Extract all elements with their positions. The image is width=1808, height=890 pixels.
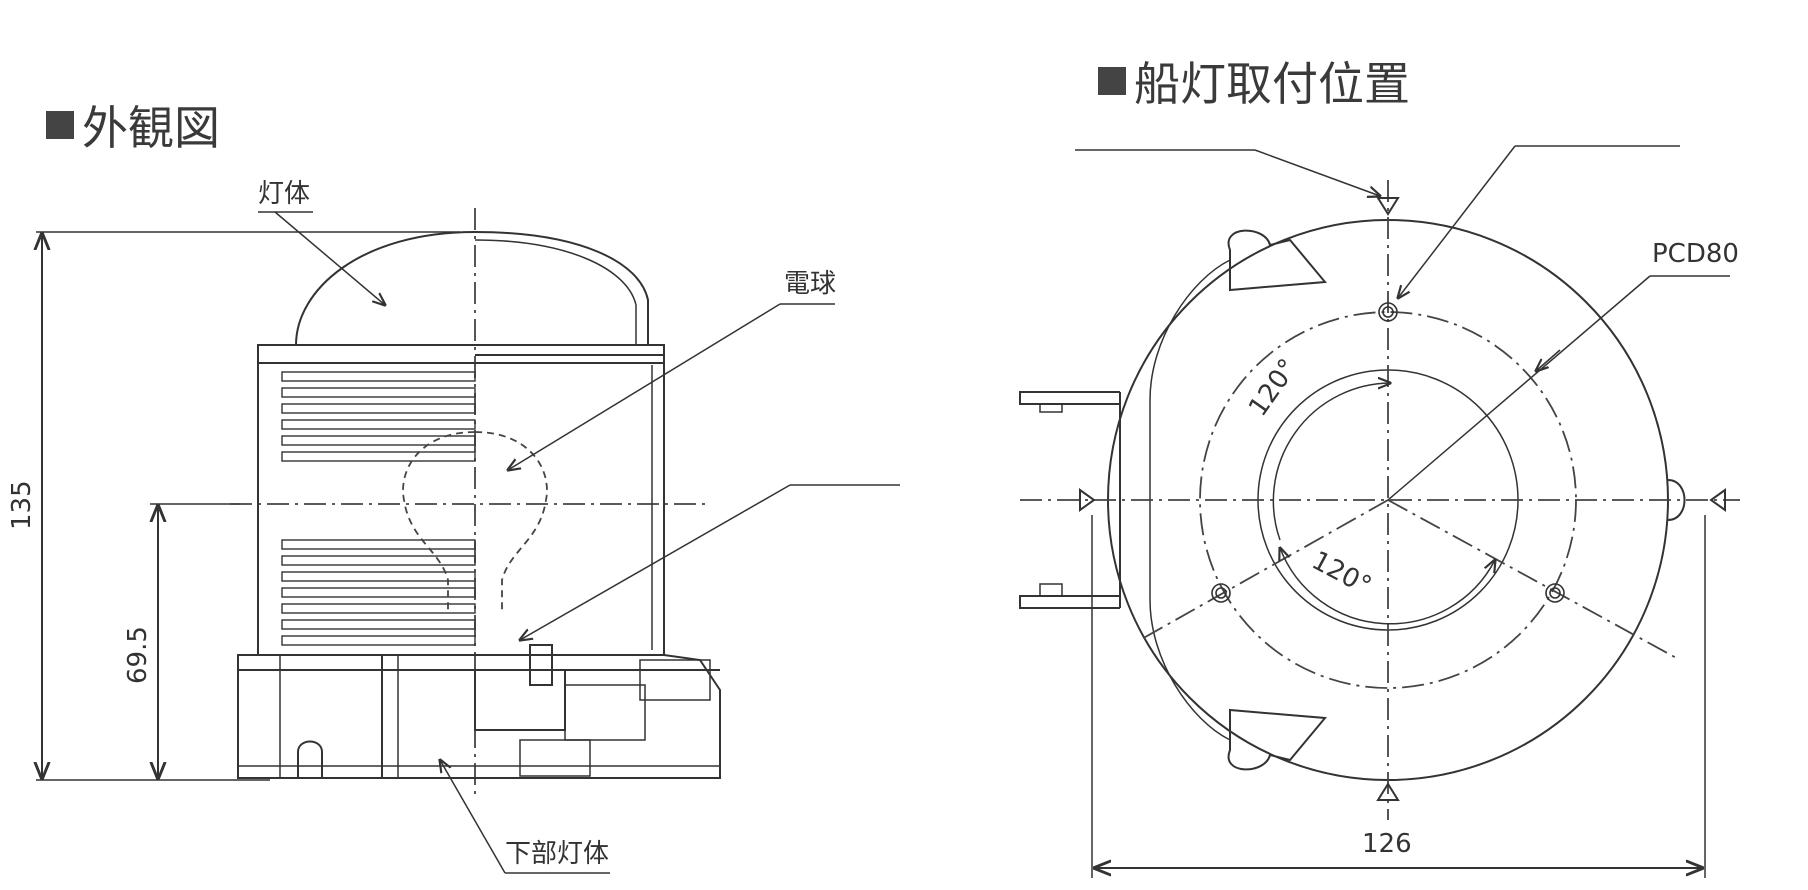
mounting-hole (1215, 587, 1227, 599)
cable-gland (519, 739, 591, 777)
fresnel-rib (281, 403, 476, 414)
dome-outline (295, 230, 649, 346)
mounting-position-title: 船灯取付位置 (1134, 57, 1410, 111)
mounting-hole (1378, 302, 1398, 322)
bulb-leader-line (508, 303, 781, 470)
fresnel-rib (281, 619, 476, 630)
exterior-view-heading: 外観図 (46, 92, 220, 158)
lower-body-outline (237, 654, 721, 779)
exterior-drawing: 灯体 電球 下部灯体 135 69.5 (7, 179, 900, 874)
terminal-top (1019, 391, 1120, 405)
height-center-label: 69.5 (123, 626, 153, 684)
fresnel-rib (281, 435, 476, 446)
bottom-lug (1227, 708, 1327, 771)
fresnel-rib (281, 587, 476, 598)
lower-body-leader-line (440, 760, 506, 874)
mounting-drawing: PCD80 120° 120° 126 (1019, 145, 1740, 878)
angle-label-top: 120° (1243, 353, 1304, 422)
body-label: 灯体 (258, 179, 310, 209)
exterior-view-title: 外観図 (82, 101, 220, 155)
mounting-hole (1549, 587, 1561, 599)
top-right-leader-line (1398, 145, 1516, 298)
angle-arc-top (1272, 383, 1390, 541)
fresnel-rib (281, 635, 476, 646)
bulb-outline (402, 431, 548, 612)
width-label: 126 (1362, 829, 1412, 859)
square-bullet-icon (46, 111, 74, 139)
fresnel-rib (281, 539, 476, 550)
terminal-housing (564, 684, 646, 741)
angle-label-bottom: 120° (1307, 546, 1376, 602)
pcd-leader-arrow (1536, 349, 1561, 371)
side-fitting (639, 659, 711, 701)
right-marker (1709, 488, 1726, 512)
dome-inner-outline (474, 239, 637, 345)
fresnel-rib (281, 387, 476, 398)
pcd-leader-line (1387, 275, 1651, 501)
center-line-lower-left (1139, 499, 1389, 641)
right-lug (1667, 479, 1686, 521)
left-marker (1079, 488, 1096, 512)
fresnel-rib (281, 451, 476, 462)
fresnel-ribs (281, 371, 476, 646)
fresnel-rib (281, 603, 476, 614)
top-marker (1376, 197, 1400, 216)
height-total-label: 135 (7, 480, 37, 530)
bottom-marker (1376, 782, 1400, 801)
bulb-label: 電球 (784, 269, 836, 299)
top-lug (1227, 229, 1327, 292)
square-bullet-icon (1098, 67, 1126, 95)
fresnel-rib (281, 419, 476, 430)
terminal-top-tab (1039, 403, 1063, 413)
pcd-label: PCD80 (1652, 239, 1739, 269)
top-left-leader-line (1254, 149, 1380, 196)
fresnel-rib (281, 571, 476, 582)
terminal-bottom (1019, 595, 1120, 609)
mounting-holes (1211, 302, 1565, 603)
body-leader-line (274, 211, 385, 305)
center-line-lower-right (1387, 499, 1681, 661)
mounting-hole (1211, 583, 1231, 603)
fresnel-rib (281, 555, 476, 566)
terminal-bottom-tab (1039, 583, 1063, 597)
mounting-position-heading: 船灯取付位置 (1098, 48, 1410, 114)
terminal (529, 644, 553, 686)
drain-notch (297, 740, 323, 778)
mounting-hole (1382, 306, 1394, 318)
terminal-leader-line (520, 484, 791, 640)
fresnel-rib (281, 371, 476, 382)
mounting-hole (1545, 583, 1565, 603)
angle-arc-bottom (1280, 548, 1495, 625)
lower-body-label: 下部灯体 (505, 839, 609, 869)
